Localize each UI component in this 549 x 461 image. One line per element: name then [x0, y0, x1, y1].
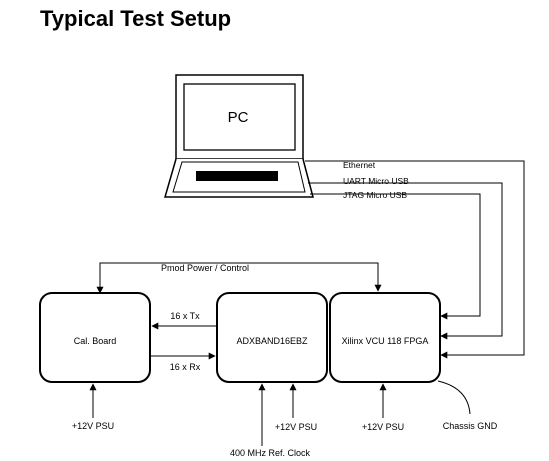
ethernet-label: Ethernet — [343, 160, 376, 170]
psu-cal-label: +12V PSU — [72, 421, 114, 431]
chassis-gnd-link — [437, 380, 471, 415]
uart-link — [308, 182, 503, 340]
jtag-label: JTAG Micro USB — [343, 190, 407, 200]
ethernet-link — [305, 160, 525, 359]
chassis-gnd-label: Chassis GND — [443, 421, 498, 431]
tx-label: 16 x Tx — [170, 311, 200, 321]
pmod-link — [96, 262, 382, 294]
cal-board-label: Cal. Board — [74, 336, 117, 346]
jtag-link — [310, 193, 481, 320]
cal-board-box — [39, 292, 151, 383]
pc-label: PC — [228, 109, 249, 126]
ref-clock-label: 400 MHz Ref. Clock — [230, 448, 311, 458]
fpga-board-label: Xilinx VCU 118 FPGA — [342, 336, 429, 346]
uart-label: UART Micro USB — [343, 176, 409, 186]
rx-label: 16 x Rx — [170, 362, 201, 372]
pc-laptop-icon — [164, 74, 314, 198]
keyboard-bar — [196, 171, 278, 181]
fpga-board-box — [329, 292, 441, 383]
psu-adx-label: +12V PSU — [275, 422, 317, 432]
psu-fpga-label: +12V PSU — [362, 422, 404, 432]
pmod-label: Pmod Power / Control — [161, 263, 249, 273]
diagram-title: Typical Test Setup — [40, 6, 232, 31]
adx-board-label: ADXBAND16EBZ — [236, 336, 308, 346]
